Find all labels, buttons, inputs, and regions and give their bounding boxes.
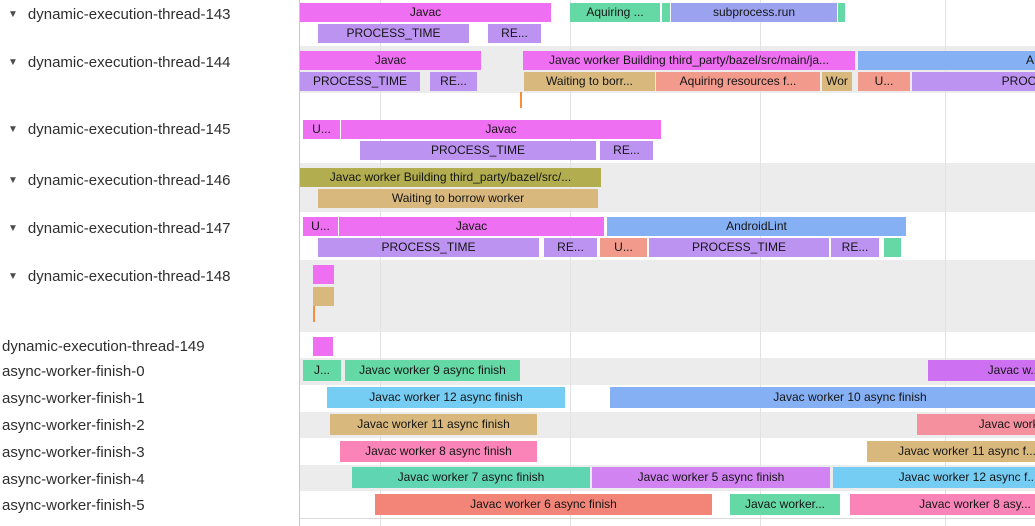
timeline-slice[interactable]: Javac <box>341 120 661 139</box>
timeline-slice[interactable] <box>838 3 845 22</box>
timeline-slice[interactable]: RE... <box>831 238 879 257</box>
timeline-slice[interactable]: Javac worker Building third_party/bazel/… <box>300 168 601 187</box>
timeline-slice[interactable]: PROCESS_TIME <box>360 141 596 160</box>
collapse-triangle-icon[interactable]: ▼ <box>8 222 18 234</box>
timeline-slice[interactable]: Waiting to borrow worker <box>318 189 598 208</box>
track-name-text: dynamic-execution-thread-149 <box>2 337 205 355</box>
timeline-slice[interactable]: Javac worker 7 async finish <box>352 467 590 488</box>
track-sidebar: ▼ dynamic-execution-thread-143 ▼ dynamic-ex… <box>0 0 300 526</box>
time-gridline <box>570 0 571 526</box>
collapse-triangle-icon[interactable]: ▼ <box>8 123 18 135</box>
timeline-slice[interactable]: U... <box>303 217 338 236</box>
instant-event-marker[interactable] <box>520 92 522 108</box>
track-name-text: async-worker-finish-4 <box>2 470 145 488</box>
track-row-background <box>300 260 1035 332</box>
timeline-slice[interactable]: U... <box>858 72 910 91</box>
timeline-slice[interactable]: U... <box>303 120 340 139</box>
timeline-slice[interactable]: Wor <box>822 72 852 91</box>
track-label-async-worker-finish-4[interactable]: async-worker-finish-4 <box>2 468 145 490</box>
track-name-text: dynamic-execution-thread-144 <box>27 53 231 71</box>
track-row-background <box>300 93 1035 115</box>
collapse-triangle-icon[interactable]: ▼ <box>8 270 18 282</box>
timeline-slice[interactable]: PROCESS_TIME <box>300 72 420 91</box>
track-name-text: async-worker-finish-0 <box>2 362 145 380</box>
timeline-slice[interactable]: Javac worker 10 async finish <box>610 387 1035 408</box>
timeline-slice[interactable]: Javac worker 11 async finish <box>330 414 537 435</box>
collapse-triangle-icon[interactable]: ▼ <box>8 56 18 68</box>
track-label-async-worker-finish-1[interactable]: async-worker-finish-1 <box>2 387 145 409</box>
timeline-slice[interactable]: Javac <box>300 3 551 22</box>
track-name-text: dynamic-execution-thread-147 <box>27 219 231 237</box>
time-gridline <box>380 0 381 526</box>
timeline-slice[interactable]: Javac <box>339 217 604 236</box>
track-label-dynamic-execution-thread-147[interactable]: ▼ dynamic-execution-thread-147 <box>8 217 231 239</box>
timeline-slice[interactable]: Waiting to borr... <box>524 72 655 91</box>
timeline-slice[interactable]: Javac worker 9 async finish <box>345 360 520 381</box>
timeline-slice[interactable]: subprocess.run <box>671 3 837 22</box>
track-label-async-worker-finish-3[interactable]: async-worker-finish-3 <box>2 441 145 463</box>
track-label-async-worker-finish-2[interactable]: async-worker-finish-2 <box>2 414 145 436</box>
track-name-text: async-worker-finish-5 <box>2 496 145 514</box>
collapse-triangle-icon[interactable]: ▼ <box>8 174 18 186</box>
timeline-slice[interactable]: Javac worker 11 async f... <box>867 441 1035 462</box>
track-label-dynamic-execution-thread-145[interactable]: ▼ dynamic-execution-thread-145 <box>8 118 231 140</box>
timeline-slice[interactable]: Javac worker Building third_party/bazel/… <box>523 51 855 70</box>
track-label-dynamic-execution-thread-148[interactable]: ▼ dynamic-execution-thread-148 <box>8 265 231 287</box>
time-gridline <box>945 0 946 526</box>
timeline-slice[interactable]: AndroidLint <box>607 217 906 236</box>
instant-event-marker[interactable] <box>313 306 315 322</box>
timeline-slice[interactable]: Javac <box>300 51 481 70</box>
timeline-slice[interactable]: Javac worker 8 asy... <box>850 494 1035 515</box>
timeline-slice[interactable]: Aquiring resources f... <box>656 72 820 91</box>
track-name-text: async-worker-finish-1 <box>2 389 145 407</box>
timeline-slice[interactable] <box>313 265 334 284</box>
timeline-slice[interactable]: PROCESS_TIME <box>649 238 829 257</box>
timeline-slice[interactable]: PROCESS_TIME <box>318 24 469 43</box>
track-label-dynamic-execution-thread-146[interactable]: ▼ dynamic-execution-thread-146 <box>8 169 231 191</box>
time-gridline <box>760 0 761 526</box>
timeline-slice[interactable]: RE... <box>488 24 541 43</box>
timeline-slice[interactable]: Javac worke... <box>917 414 1035 435</box>
track-label-async-worker-finish-0[interactable]: async-worker-finish-0 <box>2 360 145 382</box>
timeline-slice[interactable] <box>884 238 901 257</box>
timeline-slice[interactable]: PROCESS_TIME <box>318 238 539 257</box>
timeline-slice[interactable]: RE... <box>544 238 597 257</box>
collapse-triangle-icon[interactable]: ▼ <box>8 8 18 20</box>
track-row-background <box>300 332 1035 358</box>
track-row-background <box>300 518 1035 526</box>
timeline-slice[interactable] <box>313 337 333 356</box>
timeline-slice[interactable]: Javac worker 5 async finish <box>592 467 830 488</box>
timeline-slice[interactable]: Javac worker 6 async finish <box>375 494 712 515</box>
timeline-slice[interactable]: A... <box>858 51 1035 70</box>
timeline-slice[interactable]: Javac worker 12 async finish <box>327 387 565 408</box>
track-label-dynamic-execution-thread-144[interactable]: ▼ dynamic-execution-thread-144 <box>8 51 231 73</box>
track-name-text: dynamic-execution-thread-146 <box>27 171 231 189</box>
timeline-slice[interactable]: Javac worker 8 async finish <box>340 441 537 462</box>
track-name-text: dynamic-execution-thread-145 <box>27 120 231 138</box>
track-name-text: async-worker-finish-2 <box>2 416 145 434</box>
timeline-slice[interactable]: Aquiring ... <box>570 3 660 22</box>
timeline-slice[interactable]: U... <box>600 238 647 257</box>
track-label-async-worker-finish-5[interactable]: async-worker-finish-5 <box>2 494 145 516</box>
timeline-slice[interactable]: Javac worker 12 async f... <box>833 467 1035 488</box>
timeline-slice[interactable]: RE... <box>600 141 653 160</box>
timeline-slice[interactable]: J... <box>303 360 341 381</box>
track-name-text: dynamic-execution-thread-148 <box>27 267 231 285</box>
row-divider-line <box>300 518 1035 519</box>
timeline-slice[interactable] <box>662 3 670 22</box>
timeline-slice[interactable]: RE... <box>430 72 477 91</box>
track-name-text: async-worker-finish-3 <box>2 443 145 461</box>
track-label-dynamic-execution-thread-149[interactable]: dynamic-execution-thread-149 <box>2 335 205 357</box>
timeline-slice[interactable]: Javac worker... <box>730 494 840 515</box>
timeline-slice[interactable]: Javac w... <box>928 360 1035 381</box>
timeline-slice[interactable] <box>313 287 334 306</box>
track-label-dynamic-execution-thread-143[interactable]: ▼ dynamic-execution-thread-143 <box>8 3 231 25</box>
timeline-slice[interactable]: PROCE... <box>912 72 1035 91</box>
track-name-text: dynamic-execution-thread-143 <box>27 5 231 23</box>
